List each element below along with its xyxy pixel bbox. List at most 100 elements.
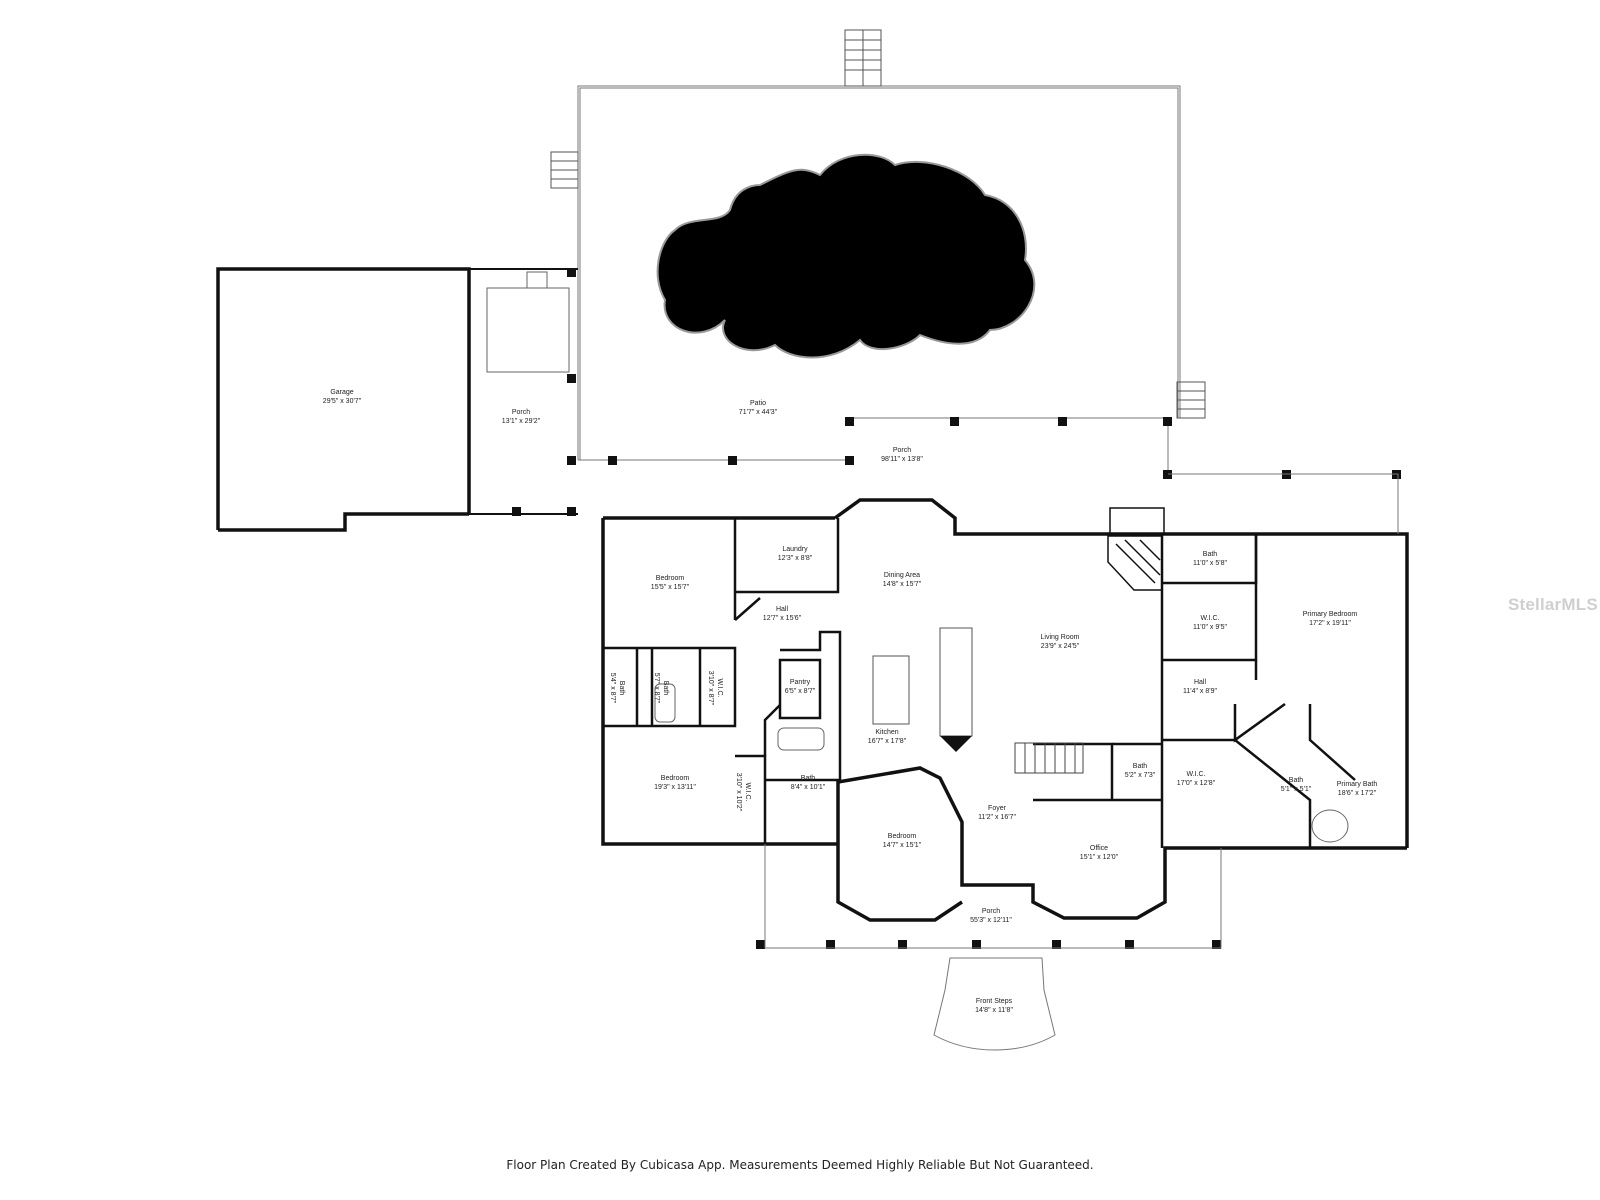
stairs-top — [844, 29, 882, 87]
room-dimensions: 71'7" x 44'3" — [739, 409, 778, 416]
room-dimensions: 55'3" x 12'11" — [970, 917, 1012, 924]
room-label-bath-top-e: Bath 11'0" x 5'8" — [1193, 551, 1227, 567]
room-label-kitchen: Kitchen 16'7" x 17'8" — [868, 729, 907, 745]
room-dimensions: 15'5" x 15'7" — [651, 584, 690, 591]
room-name: Pantry — [790, 679, 811, 686]
room-name: W.I.C. — [1186, 771, 1205, 778]
room-dimensions: 11'4" x 8'9" — [1183, 688, 1217, 695]
room-name: W.I.C. — [1200, 615, 1219, 622]
room-name: Hall — [1194, 679, 1207, 686]
room-label-bedroom-sw: Bedroom 19'3" x 13'11" — [654, 775, 696, 791]
garage-walls — [216, 267, 471, 532]
room-name: Porch — [893, 447, 911, 454]
porch-rear-outline — [1168, 473, 1399, 534]
bathtubs — [654, 683, 1349, 843]
room-label-primary-bath: Primary Bath 18'6" x 17'2" — [1337, 781, 1378, 797]
room-name: Bath — [801, 775, 816, 782]
room-name: Front Steps — [976, 998, 1013, 1005]
room-name: Office — [1090, 845, 1108, 852]
room-name: Foyer — [988, 805, 1007, 812]
room-name: Garage — [330, 389, 353, 396]
room-dimensions: 18'6" x 17'2" — [1338, 790, 1377, 797]
room-dimensions: 11'2" x 16'7" — [978, 814, 1016, 821]
porch-columns — [512, 268, 1401, 949]
room-name: Porch — [982, 908, 1000, 915]
room-name: Hall — [776, 606, 789, 613]
room-dimensions: 16'7" x 17'8" — [868, 738, 907, 745]
room-name: Bath — [1133, 763, 1148, 770]
room-label-wic-e: W.I.C.11'0" x 9'5" — [1193, 615, 1227, 631]
room-name: Bath — [662, 681, 669, 696]
room-label-office: Office 15'1" x 12'0" — [1080, 845, 1119, 861]
room-dimensions: 5'1" x 5'1" — [1281, 786, 1312, 793]
stairs-left — [550, 151, 579, 189]
room-label-wic-w2: W.I.C.3'10" x 10'2" — [735, 773, 751, 812]
room-name: W.I.C. — [716, 678, 723, 697]
room-name: Bedroom — [661, 775, 690, 782]
room-label-porch-rear: Porch 98'11" x 13'8" — [881, 447, 923, 463]
room-dimensions: 14'8" x 11'8" — [975, 1007, 1013, 1014]
kitchen-island — [872, 627, 973, 737]
room-dimensions: 23'9" x 24'5" — [1041, 643, 1080, 650]
room-dimensions: 12'7" x 15'6" — [763, 615, 802, 622]
room-name: Porch — [512, 409, 530, 416]
room-dimensions: 6'5" x 8'7" — [785, 688, 816, 695]
porch-side-walls — [469, 268, 578, 515]
footer-disclaimer: Floor Plan Created By Cubicasa App. Meas… — [506, 1158, 1094, 1172]
room-label-bath-w2: Bath5'7" x 8'7" — [653, 673, 669, 704]
room-label-wic-primary: W.I.C. 17'0" x 12'8" — [1177, 771, 1216, 787]
room-name: W.I.C. — [744, 782, 751, 801]
room-dimensions: 11'0" x 5'8" — [1193, 560, 1227, 567]
room-dimensions: 3'10" x 8'7" — [707, 671, 714, 706]
room-label-bedroom-front: Bedroom 14'7" x 15'1" — [883, 833, 922, 849]
kitchen-peninsula — [940, 736, 972, 752]
room-label-pantry: Pantry 6'5" x 8'7" — [785, 679, 816, 695]
room-name: Kitchen — [875, 729, 898, 736]
room-name: Primary Bath — [1337, 781, 1378, 788]
room-dimensions: 17'2" x 19'11" — [1309, 620, 1351, 627]
room-dimensions: 5'4" x 8'7" — [609, 673, 616, 704]
room-label-front-steps: Front Steps 14'8" x 11'8" — [975, 998, 1013, 1014]
pool-shape — [656, 153, 1036, 359]
room-dimensions: 8'4" x 10'1" — [791, 784, 826, 791]
room-dimensions: 98'11" x 13'8" — [881, 456, 923, 463]
porch-front-outline — [764, 844, 1222, 949]
room-name: Bedroom — [888, 833, 917, 840]
fireplace — [1107, 507, 1165, 591]
room-label-bath-w1: Bath5'4" x 8'7" — [609, 673, 625, 704]
room-dimensions: 3'10" x 10'2" — [735, 773, 742, 812]
room-dimensions: 13'1" x 29'2" — [502, 418, 541, 425]
stellarmls-watermark-logo: StellarMLS — [1508, 595, 1598, 614]
room-label-living: Living Room 23'9" x 24'5" — [1041, 634, 1080, 650]
room-name: Living Room — [1041, 634, 1080, 641]
room-label-hall-e: Hall 11'4" x 8'9" — [1183, 679, 1217, 695]
stairs-right — [1176, 381, 1206, 419]
room-name: Laundry — [782, 546, 808, 553]
room-label-porch-side: Porch 13'1" x 29'2" — [502, 409, 541, 425]
room-name: Patio — [750, 400, 766, 407]
front-steps-outline — [933, 957, 1056, 1051]
room-label-foyer: Foyer 11'2" x 16'7" — [978, 805, 1016, 821]
house-walls — [601, 498, 1409, 922]
room-dimensions: 19'3" x 13'11" — [654, 784, 696, 791]
room-name: Dining Area — [884, 572, 920, 579]
room-dimensions: 5'2" x 7'3" — [1125, 772, 1156, 779]
room-name: Bath — [1203, 551, 1218, 558]
interior-walls — [603, 518, 1356, 848]
room-label-hall-w: Hall 12'7" x 15'6" — [763, 606, 802, 622]
room-dimensions: 17'0" x 12'8" — [1177, 780, 1216, 787]
room-label-laundry: Laundry 12'3" x 8'8" — [778, 546, 813, 562]
room-label-wic-w1: W.I.C.3'10" x 8'7" — [707, 671, 723, 706]
room-label-bath-mid: Bath 5'2" x 7'3" — [1125, 763, 1156, 779]
room-dimensions: 14'7" x 15'1" — [883, 842, 922, 849]
room-dimensions: 15'1" x 12'0" — [1080, 854, 1119, 861]
room-label-bedroom-nw: Bedroom 15'5" x 15'7" — [651, 575, 690, 591]
room-dimensions: 12'3" x 8'8" — [778, 555, 813, 562]
room-name: Bedroom — [656, 575, 685, 582]
